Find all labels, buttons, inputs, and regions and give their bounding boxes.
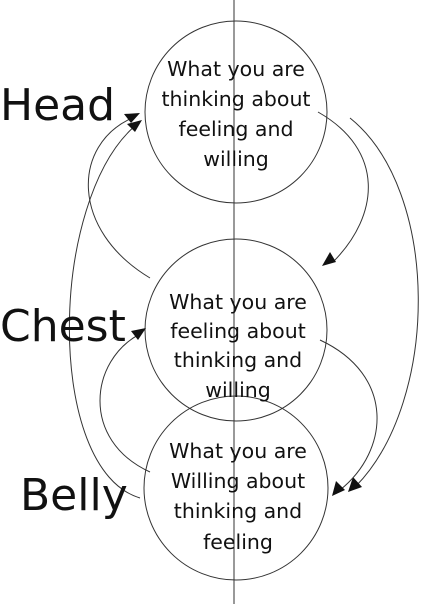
arrow-head-to-belly-head (348, 477, 362, 492)
arrow-chest-to-belly-head (332, 481, 345, 496)
chest-label: Chest (0, 301, 126, 352)
chest-circle-line-3: thinking and (174, 348, 302, 372)
arrow-head-to-belly (349, 117, 419, 487)
arrow-chest-to-head (88, 117, 151, 279)
chest-circle-line-2: feeling about (170, 319, 306, 343)
arrow-belly-to-head (68, 124, 141, 499)
chest-circle-line-4: willing (205, 378, 271, 402)
belly-label: Belly (20, 470, 128, 521)
arrow-belly-to-head-head (127, 120, 142, 132)
belly-circle-line-1: What you are (169, 439, 307, 463)
head-circle (144, 20, 328, 204)
arrow-chest-to-belly (319, 339, 378, 491)
arrow-belly-to-chest-head (131, 328, 146, 340)
chest-circle (144, 238, 328, 422)
head-circle-line-2: thinking about (162, 87, 311, 111)
head-label: Head (0, 80, 115, 131)
arrow-belly-to-chest (99, 333, 151, 473)
head-circle-line-4: willing (203, 147, 269, 171)
belly-circle-line-2: Willing about (171, 469, 305, 493)
arrow-head-to-chest-head (322, 252, 336, 266)
head-circle-line-3: feeling and (179, 117, 294, 141)
belly-circle-line-3: thinking and (174, 499, 302, 523)
belly-circle (143, 395, 329, 581)
arrow-head-to-chest (317, 111, 369, 263)
belly-circle-line-4: feeling (203, 530, 273, 554)
arrow-chest-to-head-head (124, 113, 140, 123)
chest-circle-line-1: What you are (169, 290, 307, 314)
head-circle-line-1: What you are (167, 57, 305, 81)
